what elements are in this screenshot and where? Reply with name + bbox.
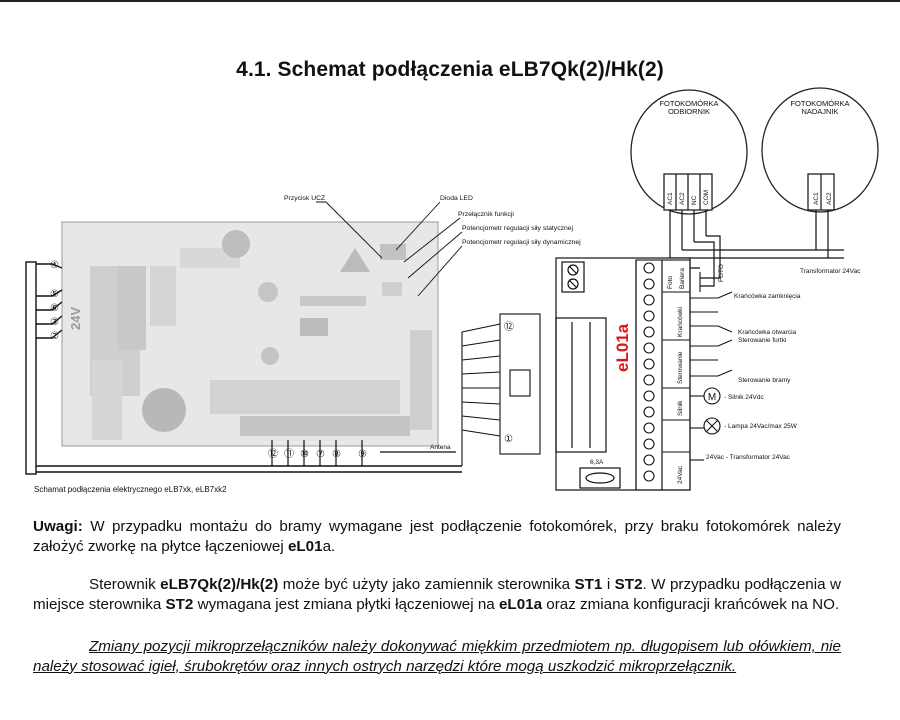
left-connector-numbers: ④ ⑤ ⑥ ③ ② xyxy=(50,260,59,342)
right-label: 24Vac - Transformator 24Vac xyxy=(706,454,791,461)
receiver-pin: NC xyxy=(691,195,698,205)
top-rule xyxy=(0,0,900,2)
controller-board xyxy=(61,221,439,447)
connector-number: ⑩ xyxy=(300,449,309,460)
right-label: Krańcówka otwarcia xyxy=(738,329,797,336)
note-label: Uwagi: xyxy=(33,518,83,535)
antenna-label: Antena xyxy=(430,444,451,451)
note-text: . W przypadku podłączenia w miejsce ster… xyxy=(33,576,841,613)
label-dynamic-pot: Potencjometr regulacji siły dynamicznej xyxy=(462,239,581,246)
label-led: Dioda LED xyxy=(440,195,473,202)
transformer-top-label: Transformator 24Vac xyxy=(800,268,861,275)
bottom-connector-wires xyxy=(271,440,456,466)
ribbon-number-bottom: ① xyxy=(504,434,513,445)
note-text: wymagana jest zmiana płytki łączeniowej … xyxy=(193,595,499,613)
terminal-label: Bariera xyxy=(679,268,686,289)
receiver-pin: COM xyxy=(703,190,710,205)
ribbon-number-top: ⑫ xyxy=(504,321,514,333)
ribbon-cable xyxy=(461,313,541,466)
right-side-wiring xyxy=(690,272,733,461)
terminal-label: 24Vac xyxy=(677,465,684,484)
connector-number: ⑧ xyxy=(332,449,341,460)
note-paragraph-2: Sterownik eLB7Qk(2)/Hk(2) może być użyty… xyxy=(33,575,841,614)
connector-number: ③ xyxy=(50,317,59,328)
connector-number: ⑥ xyxy=(50,303,59,314)
el01a-module xyxy=(555,257,691,491)
connector-number: ④ xyxy=(50,260,59,271)
right-label: Sterowanie furtki xyxy=(738,337,786,344)
callout-lines xyxy=(316,201,463,297)
terminal-label: Sterowanie xyxy=(677,351,684,384)
receiver-label-2: ODBIORNIK xyxy=(668,107,710,116)
right-labels: Krańcówka zamknięcia Krańcówka otwarcia … xyxy=(706,293,801,461)
note-text: W przypadku montażu do bramy wymagane je… xyxy=(33,518,841,555)
note-bold: ST1 xyxy=(574,576,603,593)
note-paragraph-3: Zmiany pozycji mikroprzełączników należy… xyxy=(33,637,841,676)
label-ucz-button: Przycisk UCZ xyxy=(284,195,325,202)
note-bold: ST2 xyxy=(165,595,194,613)
note-text: i xyxy=(602,576,615,593)
lamp-symbol xyxy=(703,417,721,435)
note-paragraph-1: Uwagi: W przypadku montażu do bramy wyma… xyxy=(33,517,841,556)
transmitter-pin: AC1 xyxy=(813,192,820,205)
receiver-pin: AC2 xyxy=(679,192,686,205)
note-bold: eL01 xyxy=(287,537,323,555)
connector-number: ⑨ xyxy=(358,449,367,460)
note-bold: ST2 xyxy=(614,576,643,593)
right-label: Sterowanie bramy xyxy=(738,377,791,384)
terminal-label: Krańcówki xyxy=(677,307,684,337)
terminal-label: Silnik xyxy=(677,400,684,416)
note-text: Sterownik xyxy=(89,576,161,593)
right-label: - Lampa 24Vac/max 25W xyxy=(724,423,798,430)
transmitter-pin: AC2 xyxy=(826,192,833,205)
left-connector-wires xyxy=(25,261,462,475)
note-text: a. xyxy=(322,537,336,555)
right-label: Krańcówka zamknięcia xyxy=(734,293,801,300)
note-bold: eLB7Qk(2)/Hk(2) xyxy=(160,576,279,593)
note-text: może być użyty jako zamiennik sterownika xyxy=(278,576,575,593)
foto-line-label: FOTO xyxy=(718,264,725,282)
connector-number: ⑤ xyxy=(50,289,59,300)
label-static-pot: Potencjometr regulacji siły statycznej xyxy=(462,225,574,232)
photocell-receiver xyxy=(630,89,748,215)
note-text: oraz zmiana konfiguracji krańcówek na NO… xyxy=(542,595,840,613)
receiver-pin: AC1 xyxy=(667,192,674,205)
transmitter-label-1: FOTOKOMÓRKA xyxy=(790,99,849,108)
diagram-caption: Schamat podłączenia elektrycznego eLB7xk… xyxy=(34,485,227,494)
page-title: 4.1. Schemat podłączenia eLB7Qk(2)/Hk(2) xyxy=(236,58,664,81)
terminal-block xyxy=(635,259,691,491)
label-function-switch: Przełącznik funkcji xyxy=(458,211,514,218)
board-voltage-label: 24V xyxy=(68,307,83,330)
fuse-label: 6,3A xyxy=(590,459,604,466)
connector-number: ⑦ xyxy=(316,449,325,460)
right-label: - Silnik 24Vdc xyxy=(724,394,764,401)
motor-symbol: M xyxy=(703,387,721,405)
connector-number: ② xyxy=(50,331,59,342)
wiring-diagram: FOTOKOMÓRKA ODBIORNIK AC1 AC2 NC COM FOT… xyxy=(25,87,879,494)
note-italic: Zmiany pozycji mikroprzełączników należy… xyxy=(33,638,841,675)
photocell-transmitter xyxy=(761,87,879,213)
module-name: eL01a xyxy=(613,323,632,372)
connector-number: ⑫ xyxy=(268,448,278,460)
receiver-label-1: FOTOKOMÓRKA xyxy=(659,99,718,108)
connector-number: ⑪ xyxy=(284,448,294,460)
bottom-connector-numbers: ⑫ ⑪ ⑩ ⑦ ⑧ ⑨ xyxy=(268,448,367,460)
motor-letter: M xyxy=(708,392,716,403)
note-bold: eL01a xyxy=(498,595,543,613)
transmitter-label-2: NADAJNIK xyxy=(801,107,838,116)
terminal-label: Foto xyxy=(667,276,674,289)
